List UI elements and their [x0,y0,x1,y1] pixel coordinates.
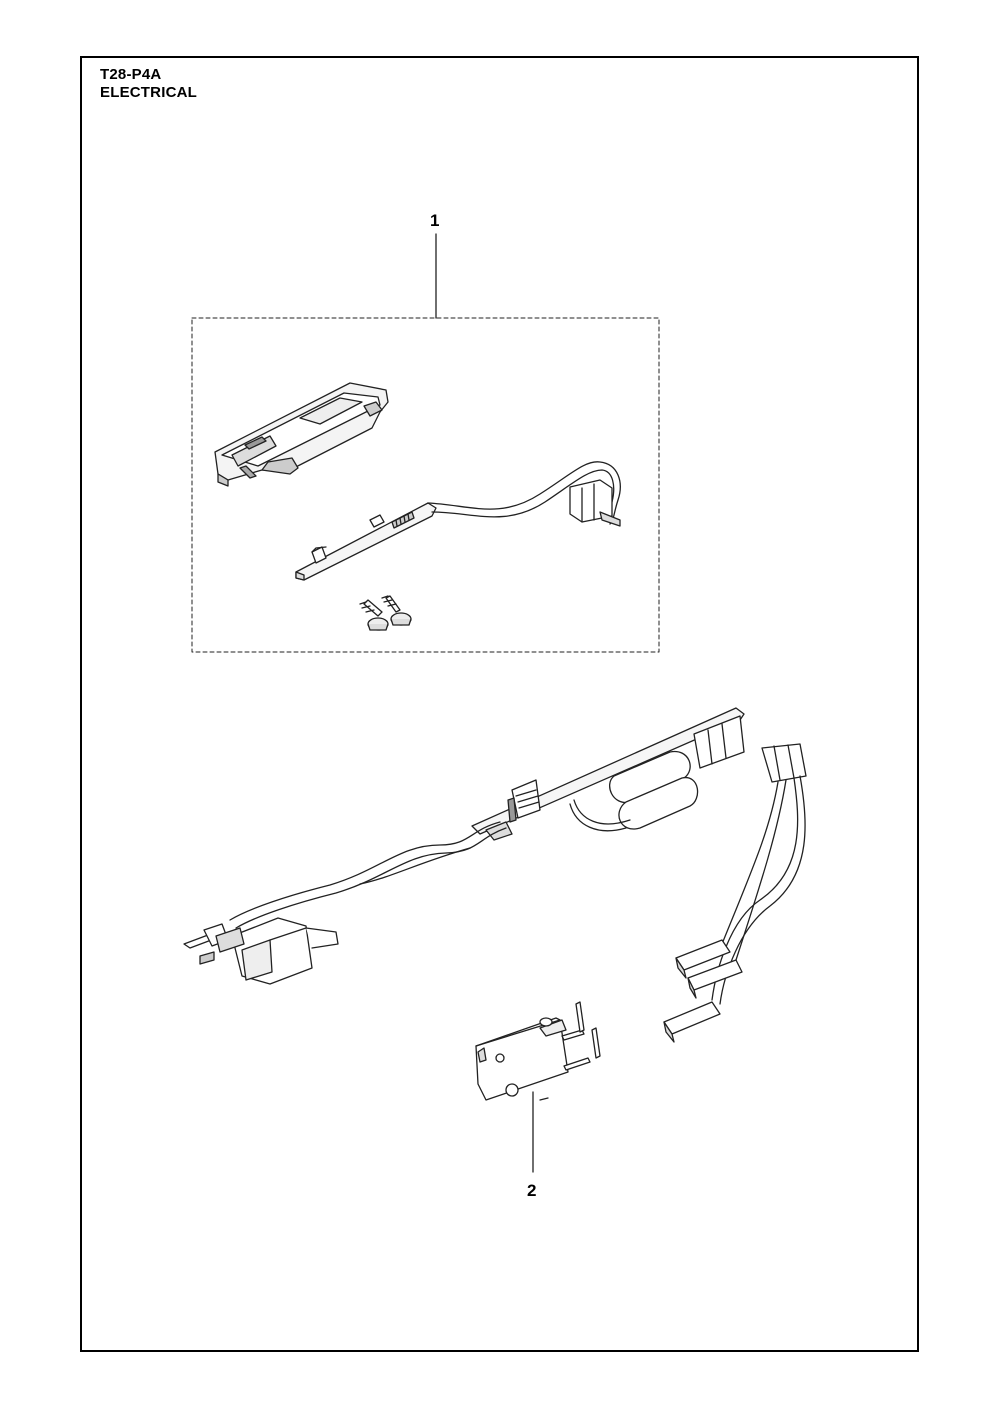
kit-boundary-box [191,317,660,653]
screws-part [359,595,412,631]
circuit-board-part [295,461,621,581]
callout-2-label: 2 [527,1181,537,1200]
page-title: T28-P4A ELECTRICAL [100,66,197,102]
connector-leads-part [663,743,807,1043]
wiring-harness-part [183,707,745,985]
drawing-frame [80,56,919,1352]
control-panel-part [214,382,389,487]
diagram-code: T28-P4A [100,66,162,83]
diagram-title: ELECTRICAL [100,84,197,101]
micro-switch-part [475,1001,601,1101]
callout-1-label: 1 [430,211,440,230]
